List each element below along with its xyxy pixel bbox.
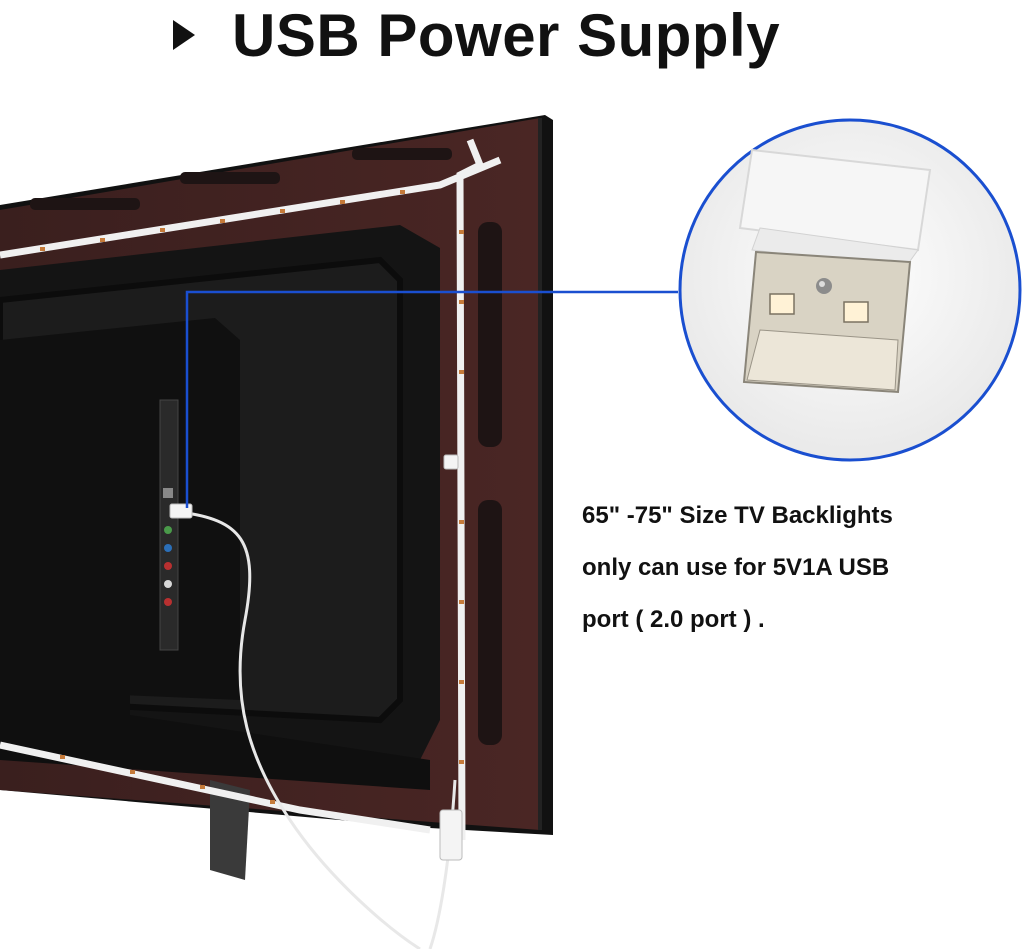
page-title: USB Power Supply [232,2,781,69]
tv-inner-housing [0,225,440,880]
heading: USB Power Supply [0,0,1024,90]
caption-line-1: 65" -75" Size TV Backlights [582,502,893,529]
vent-slots [30,148,502,745]
caption-line-2: only can use for 5V1A USB [582,554,890,581]
usb-plug-zoom [678,118,1022,462]
usb-cable [179,510,457,949]
port-panel [159,399,179,651]
triangle-right-icon [173,20,195,50]
led-strip [0,138,502,841]
caption-line-3: port ( 2.0 port ) . [582,606,765,633]
usb-plug-small [169,503,193,519]
caption: 65" -75" Size TV Backlights only can use… [582,490,1022,646]
led-chips [40,190,464,804]
strip-connector [443,454,459,470]
callout-line [185,290,678,508]
controller-box [439,809,463,861]
